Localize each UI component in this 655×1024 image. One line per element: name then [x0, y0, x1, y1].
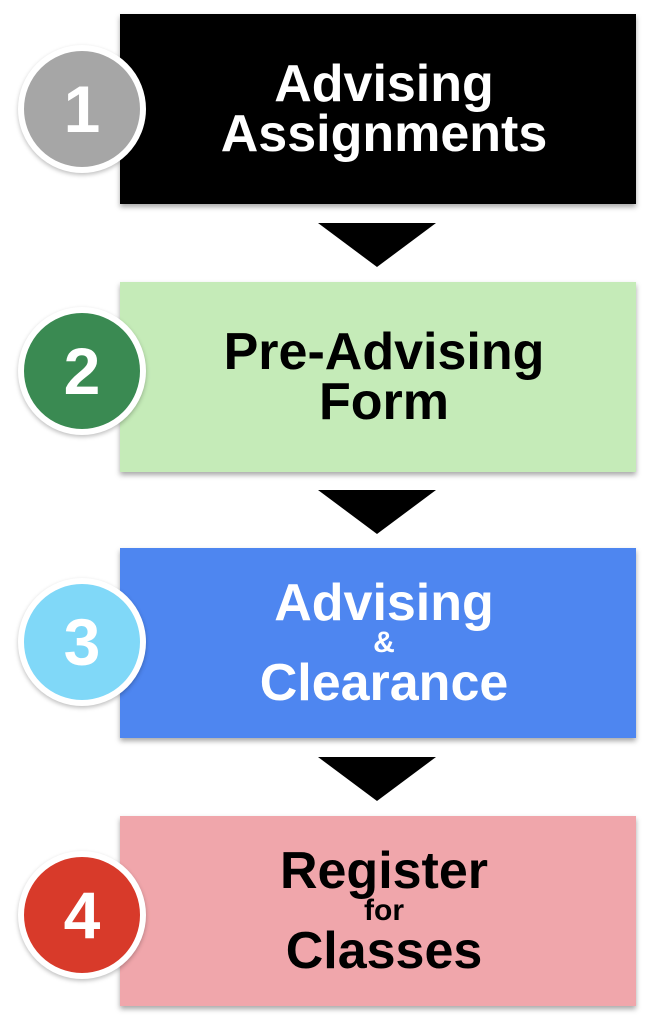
step-3-number: 3	[63, 605, 101, 679]
step-1-number: 1	[63, 72, 101, 146]
step-4-line-1: Register	[279, 842, 489, 900]
arrow-down-icon	[318, 223, 436, 267]
arrow-down-icon	[318, 757, 436, 801]
step-3-line-2: &	[373, 626, 395, 659]
step-3-line-1: Advising	[274, 574, 494, 632]
step-4-number-badge: 4	[18, 851, 146, 979]
step-1-box: Advising Assignments	[120, 14, 636, 204]
step-2-number-badge: 2	[18, 307, 146, 435]
step-2-box: Pre-Advising Form	[120, 282, 636, 472]
step-4-line-2: for	[364, 894, 404, 927]
step-2-number: 2	[63, 334, 101, 408]
step-1-number-badge: 1	[18, 45, 146, 173]
arrow-down-icon	[318, 490, 436, 534]
step-4-box: Register for Classes	[120, 816, 636, 1006]
step-1-line-2: Assignments	[220, 105, 548, 163]
step-2-line-1: Pre-Advising	[223, 323, 545, 381]
step-4-number: 4	[63, 878, 101, 952]
step-1-line-1: Advising	[274, 55, 494, 113]
step-3-box: Advising & Clearance	[120, 548, 636, 738]
step-3-line-3: Clearance	[259, 654, 509, 712]
step-4-line-3: Classes	[285, 922, 483, 980]
step-2-line-2: Form	[319, 373, 449, 431]
step-3-number-badge: 3	[18, 578, 146, 706]
